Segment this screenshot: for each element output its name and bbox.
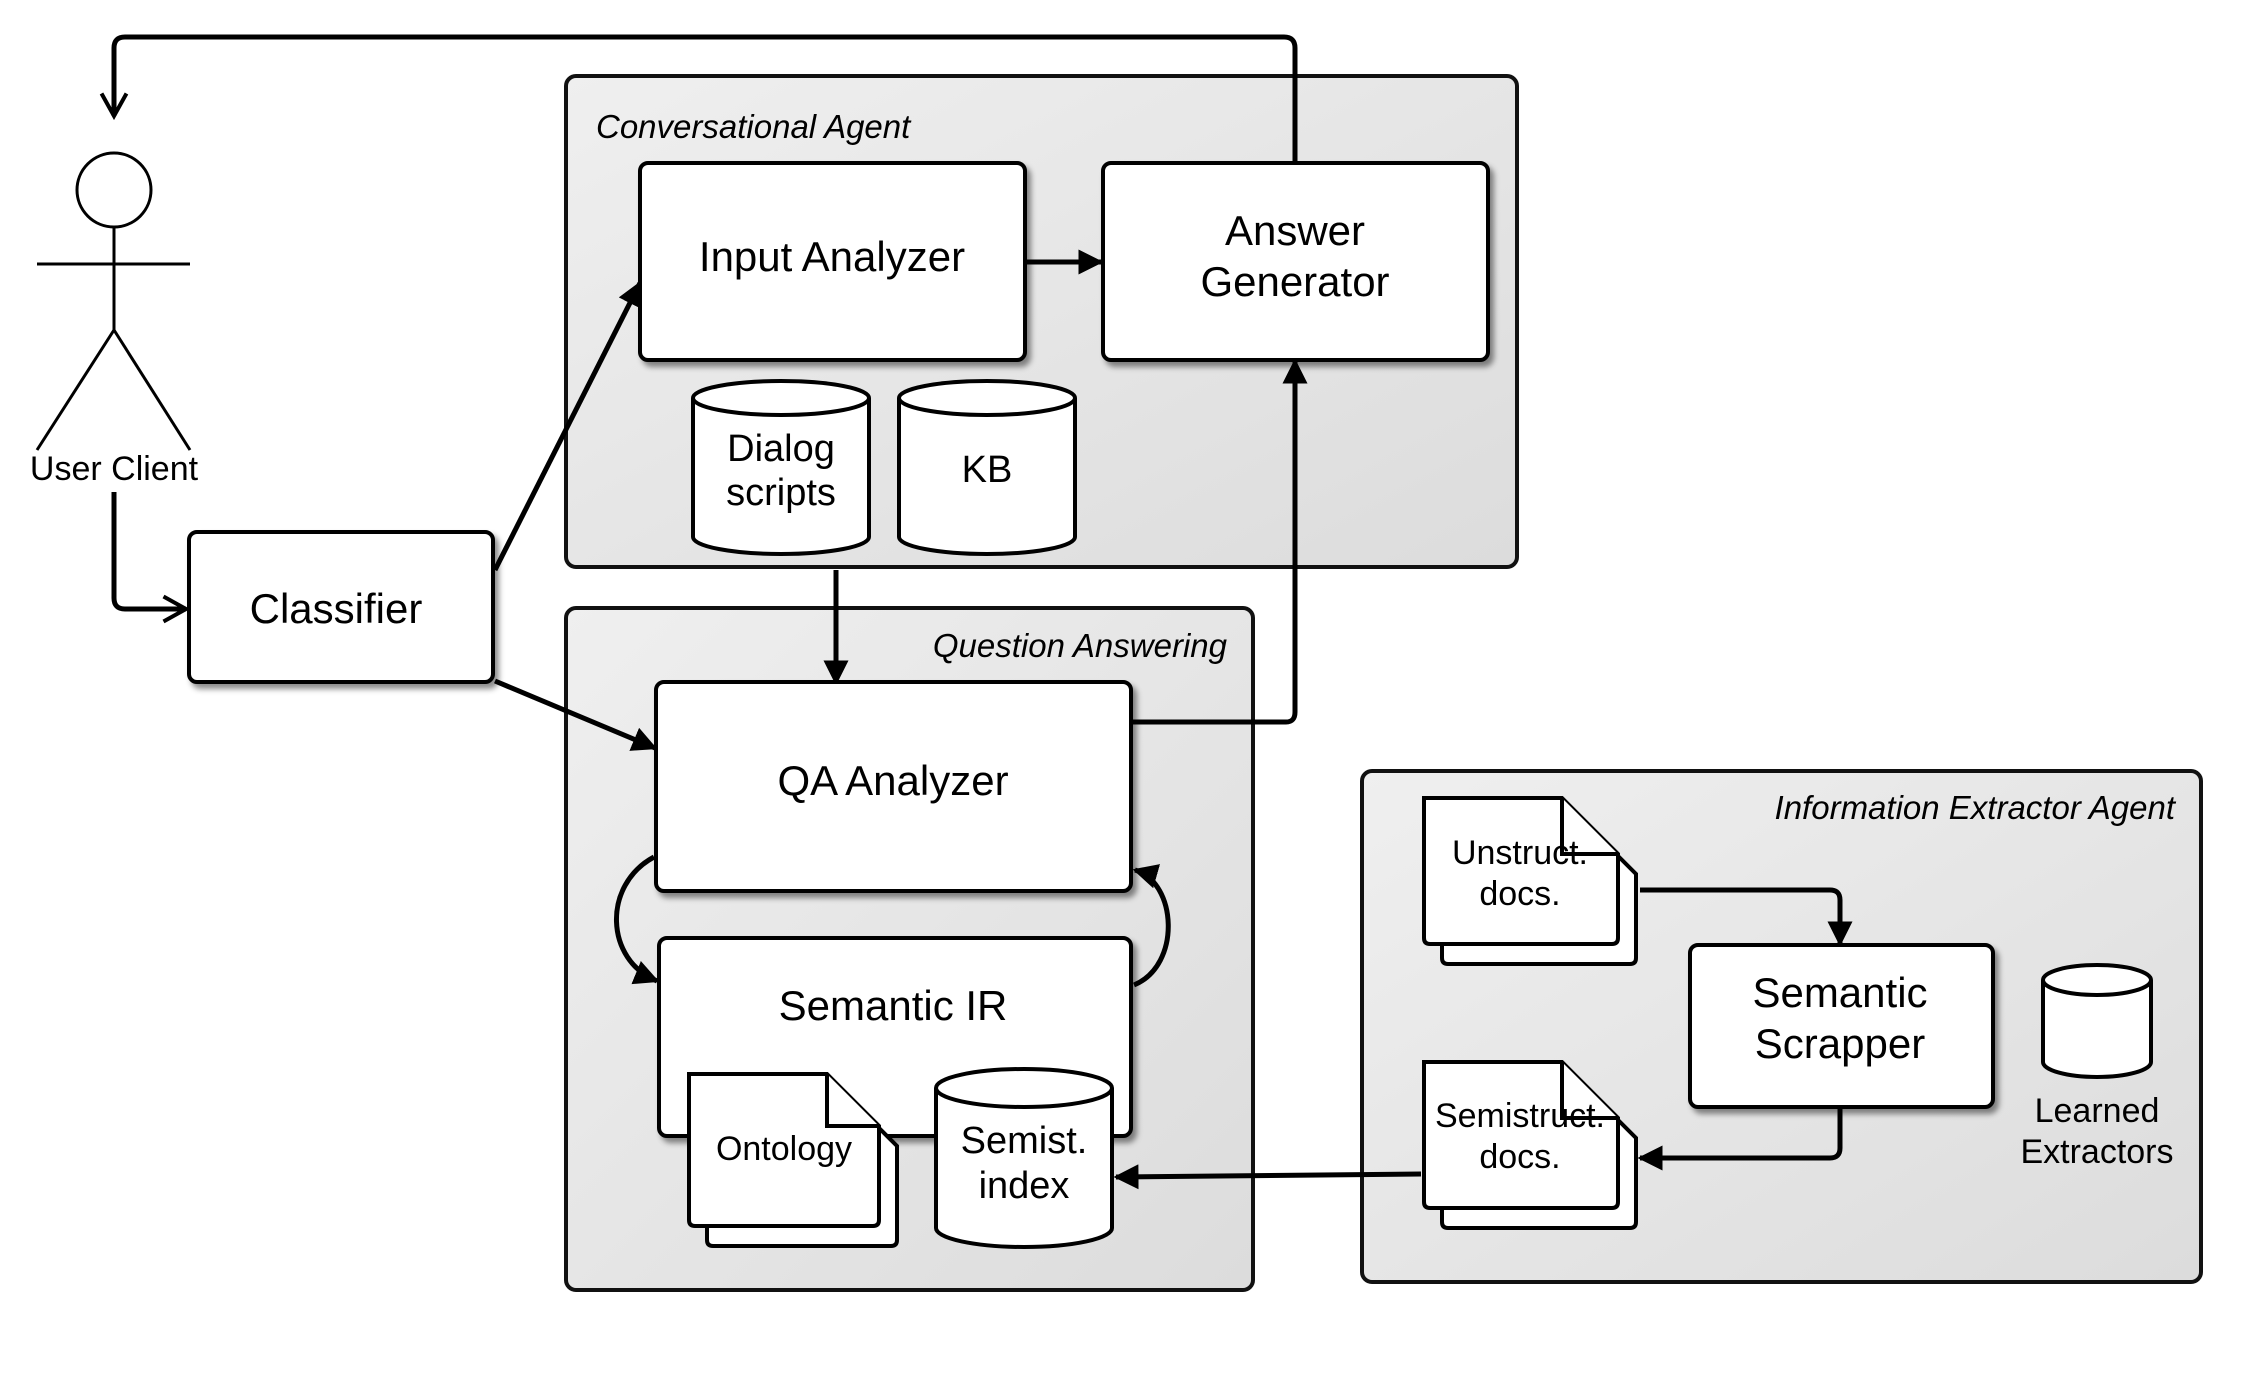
semistruct-docs-documents: Semistruct. docs. [1422, 1060, 1638, 1230]
edge-semistruct-to-semist-index [1113, 1164, 1422, 1190]
semist-index-label-line2: index [979, 1165, 1070, 1207]
answer-generator-node: Answer Generator [1101, 161, 1490, 362]
user-client-actor: User Client [30, 151, 199, 488]
group-label-question-answering: Question Answering [933, 627, 1228, 664]
database-cylinder-icon [934, 1067, 1114, 1249]
edge-qa-analyzer-to-answer-generator [1133, 358, 1308, 725]
dialog-scripts-database: Dialog scripts [691, 379, 871, 556]
unstruct-docs-label-line1: Unstruct. [1452, 834, 1588, 872]
qa-analyzer-node: QA Analyzer [654, 680, 1133, 893]
classifier-node: Classifier [187, 530, 495, 684]
input-analyzer-node: Input Analyzer [638, 161, 1027, 362]
answer-generator-label-line2: Generator [1200, 258, 1389, 305]
document-stack-icon [687, 1072, 899, 1248]
kb-database: KB [897, 379, 1077, 556]
learned-extractors-label-line2: Extractors [2020, 1133, 2173, 1171]
semantic-scrapper-label-line2: Scrapper [1755, 1020, 1925, 1067]
semistruct-docs-label-line2: docs. [1479, 1138, 1560, 1176]
edge-semantic-ir-to-qa-analyzer [1132, 864, 1171, 988]
edge-classifier-to-input-analyzer [492, 280, 643, 572]
classifier-label: Classifier [250, 585, 423, 632]
semist-index-label-line1: Semist. [961, 1120, 1088, 1162]
kb-label: KB [962, 449, 1013, 491]
database-cylinder-icon [897, 379, 1077, 556]
edge-user-to-classifier [111, 492, 191, 624]
learned-extractors-label-line1: Learned [2035, 1092, 2160, 1130]
database-cylinder-icon [2041, 963, 2153, 1079]
document-stack-icon [1422, 1060, 1638, 1230]
group-label-conversational-agent: Conversational Agent [596, 108, 912, 145]
edge-classifier-to-qa-analyzer [494, 678, 658, 751]
document-stack-icon [1422, 796, 1638, 966]
ontology-documents: Ontology [687, 1072, 899, 1248]
unstruct-docs-label-line2: docs. [1479, 875, 1560, 913]
answer-generator-label-line1: Answer [1225, 207, 1365, 254]
edge-unstruct-to-semantic-scrapper [1640, 887, 1853, 947]
semistruct-docs-label-line1: Semistruct. [1435, 1097, 1605, 1135]
edge-semantic-scrapper-to-semistruct [1637, 1109, 1843, 1171]
learned-extractors-database: Learned Extractors [2020, 963, 2174, 1171]
group-label-information-extractor: Information Extractor Agent [1775, 789, 2177, 826]
dialog-scripts-label-line2: scripts [726, 472, 836, 514]
qa-analyzer-label: QA Analyzer [777, 757, 1008, 804]
unstruct-docs-documents: Unstruct. docs. [1422, 796, 1638, 966]
semantic-ir-label: Semantic IR [779, 982, 1008, 1029]
semist-index-database: Semist. index [934, 1067, 1114, 1249]
edge-qa-analyzer-to-semantic-ir [614, 854, 660, 985]
edge-answer-generator-to-user [99, 34, 1298, 163]
database-cylinder-icon [691, 379, 871, 556]
semantic-scrapper-label-line1: Semantic [1752, 969, 1927, 1016]
ontology-label: Ontology [716, 1130, 852, 1168]
semantic-scrapper-node: Semantic Scrapper [1688, 943, 1995, 1109]
input-analyzer-label: Input Analyzer [699, 233, 965, 280]
user-client-label: User Client [30, 450, 199, 488]
dialog-scripts-label-line1: Dialog [727, 428, 835, 470]
stick-figure-icon [35, 151, 192, 451]
